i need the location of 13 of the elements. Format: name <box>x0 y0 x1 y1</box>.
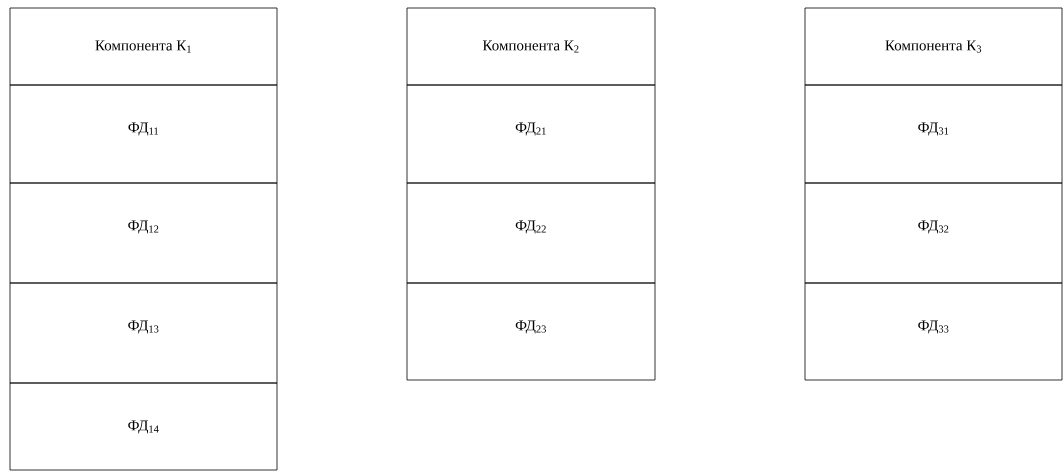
table-cell: ФД$_{13}$ <box>9 282 278 384</box>
header-cell: Компонента К$_{2}$ <box>406 7 656 86</box>
table-cell: ФД$_{32}$ <box>804 182 1063 284</box>
table-cell: ФД$_{23}$ <box>406 282 656 381</box>
table-cell: ФД$_{22}$ <box>406 182 656 284</box>
table-cell: ФД$_{12}$ <box>9 182 278 284</box>
table-cell: ФД$_{31}$ <box>804 84 1063 184</box>
table-cell: ФД$_{14}$ <box>9 382 278 471</box>
table-cell: ФД$_{21}$ <box>406 84 656 184</box>
header-cell: Компонента К$_{1}$ <box>9 7 278 86</box>
table-cell: ФД$_{11}$ <box>9 84 278 184</box>
table-cell: ФД$_{33}$ <box>804 282 1063 381</box>
header-cell: Компонента К$_{3}$ <box>804 7 1063 86</box>
